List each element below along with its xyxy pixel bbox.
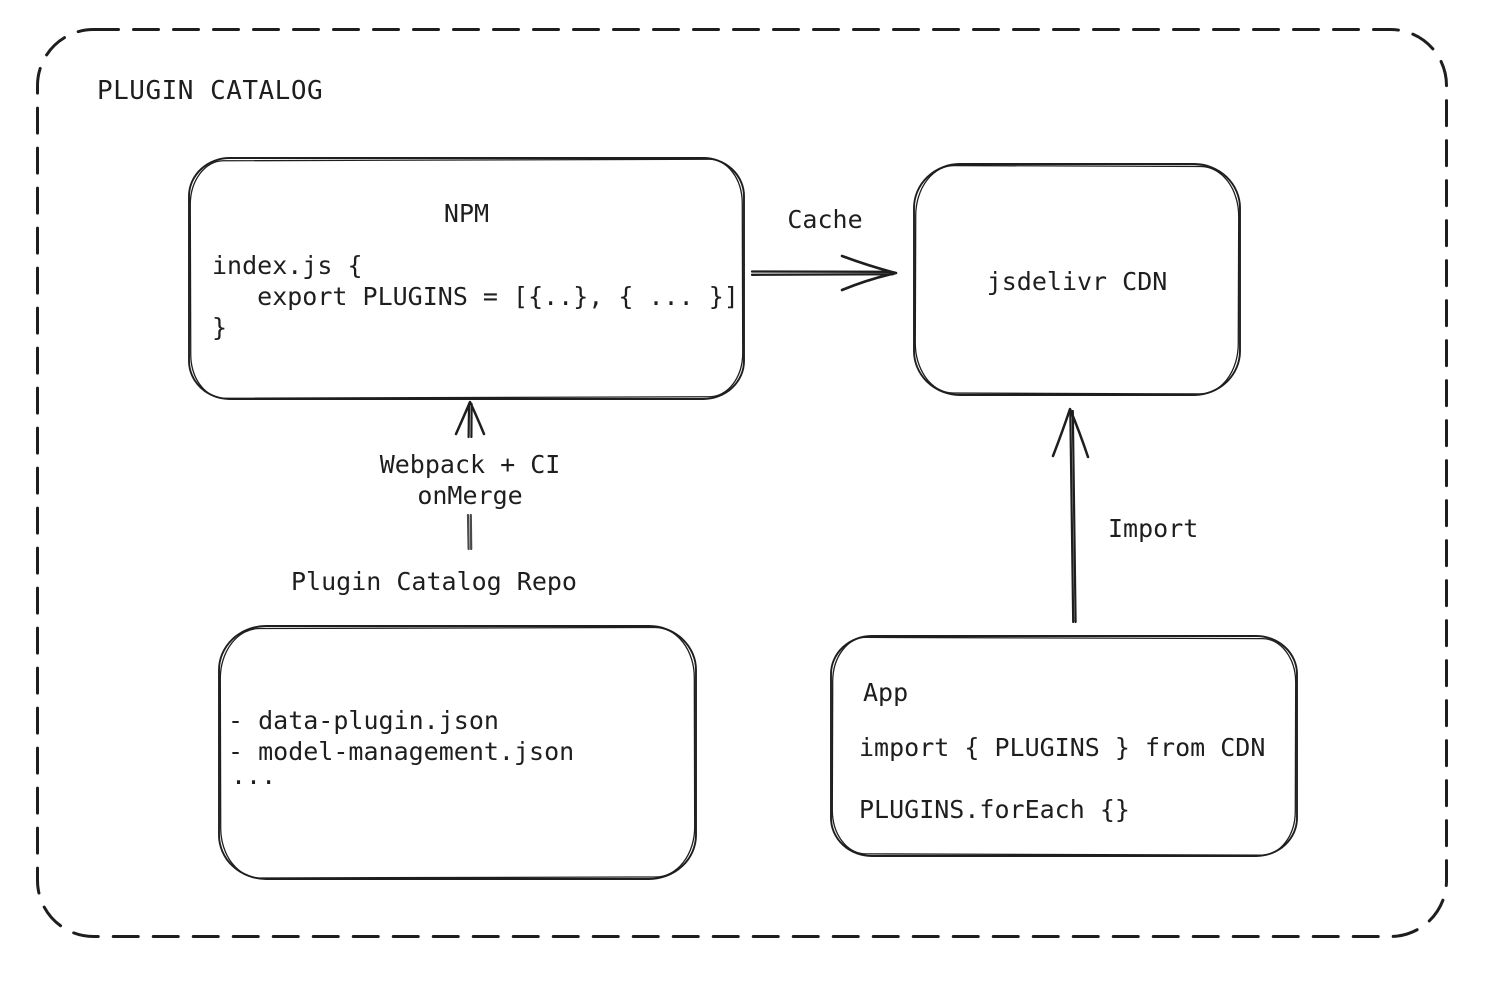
cdn-box: [913, 163, 1241, 396]
repo-heading: Plugin Catalog Repo: [291, 567, 577, 596]
npm-box: [188, 157, 745, 400]
cdn-box-label: jsdelivr CDN: [986, 267, 1168, 296]
app-box-title: App: [863, 678, 909, 707]
cache-arrow: [750, 254, 898, 292]
repo-box: [218, 625, 697, 880]
app-box: [830, 635, 1298, 857]
npm-box-title: NPM: [443, 199, 490, 228]
repo-file-item: - data-plugin.json: [228, 706, 499, 735]
npm-code-line: export PLUGINS = [{..}, { ... }]: [212, 282, 739, 311]
repo-file-item: ...: [231, 761, 277, 790]
app-code-line: import { PLUGINS } from CDN: [859, 733, 1266, 762]
build-arrow-label-line1: Webpack + CI: [379, 450, 561, 479]
npm-code-line: }: [212, 313, 228, 342]
import-arrow-label: Import: [1108, 514, 1199, 543]
cache-arrow-label: Cache: [787, 205, 863, 234]
diagram-title: PLUGIN CATALOG: [97, 76, 324, 106]
catalog-boundary-box: [36, 28, 1448, 938]
repo-file-item: - model-management.json: [228, 737, 575, 766]
build-arrow-label-line2: onMerge: [417, 481, 523, 510]
npm-code-line: index.js {: [212, 251, 363, 280]
app-code-line: PLUGINS.forEach {}: [859, 795, 1130, 824]
import-arrow: [1051, 407, 1090, 624]
build-arrow: [454, 400, 486, 551]
